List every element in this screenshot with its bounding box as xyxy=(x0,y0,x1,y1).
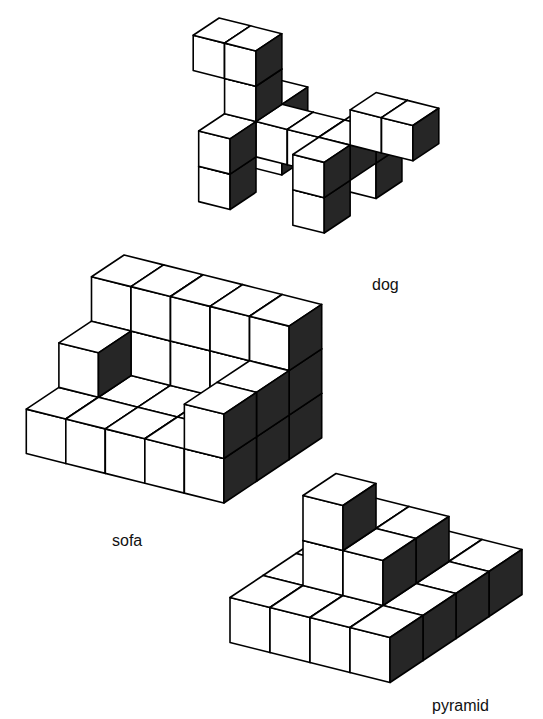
cube-face xyxy=(456,572,489,639)
cube-face xyxy=(324,145,350,198)
cube-face xyxy=(224,392,257,458)
cube-face xyxy=(289,304,322,370)
cube-face xyxy=(230,122,256,175)
cube-face xyxy=(98,331,131,397)
pyramid-figure xyxy=(230,474,522,683)
cube-face xyxy=(413,108,439,161)
cube-face xyxy=(416,517,449,584)
cube-face xyxy=(489,550,522,617)
figure-label: sofa xyxy=(112,532,142,550)
sofa-figure xyxy=(26,255,321,503)
cube-face xyxy=(383,539,416,606)
figure-label: pyramid xyxy=(432,697,489,715)
cube-face xyxy=(423,594,456,661)
cube-face xyxy=(257,371,290,437)
dog-figure xyxy=(193,18,439,233)
cube-face xyxy=(343,484,376,551)
figure-label: dog xyxy=(372,276,399,294)
cube-face xyxy=(256,34,282,87)
cube-face xyxy=(390,616,423,683)
